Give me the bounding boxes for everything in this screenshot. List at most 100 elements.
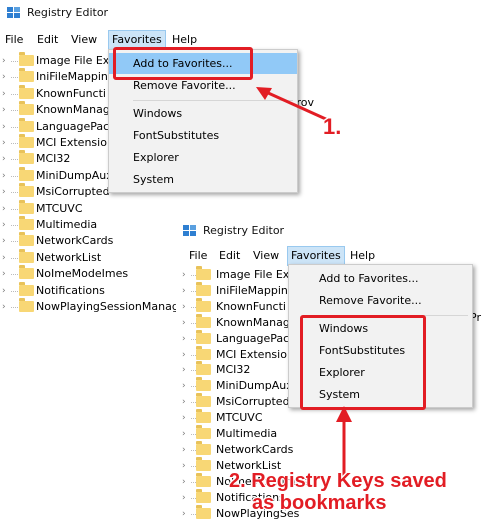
tree-item[interactable]: ›MiniDumpAux bbox=[182, 377, 352, 395]
tree-item[interactable]: ›MCI32 bbox=[182, 361, 352, 379]
annotation-step-1: 1. bbox=[323, 114, 342, 139]
chevron-right-icon[interactable]: › bbox=[2, 170, 6, 181]
chevron-right-icon[interactable]: › bbox=[2, 236, 6, 247]
chevron-right-icon[interactable]: › bbox=[2, 72, 6, 83]
chevron-right-icon[interactable]: › bbox=[2, 285, 6, 296]
tree-item[interactable]: › Image File Ex bbox=[182, 266, 352, 284]
tree-item[interactable]: ›LanguagePac bbox=[2, 117, 172, 136]
tree-item[interactable]: ›MsiCorrupted bbox=[2, 183, 172, 201]
tree-item[interactable]: ›MCI Extensio bbox=[2, 134, 172, 152]
favorite-system[interactable]: System bbox=[319, 388, 361, 401]
folder-icon bbox=[196, 266, 211, 280]
chevron-right-icon[interactable]: › bbox=[2, 203, 6, 214]
tree-connector bbox=[191, 465, 200, 467]
chevron-right-icon[interactable]: › bbox=[182, 301, 186, 312]
tree-item[interactable]: ›Multimedia bbox=[182, 425, 352, 443]
folder-icon bbox=[19, 265, 34, 280]
chevron-right-icon[interactable]: › bbox=[182, 381, 186, 392]
menu-file[interactable]: File bbox=[189, 249, 208, 262]
menu-view[interactable]: View bbox=[253, 249, 280, 262]
tree-item[interactable]: ›Image File Ex bbox=[2, 52, 172, 70]
chevron-right-icon[interactable]: › bbox=[2, 154, 6, 165]
chevron-right-icon[interactable]: › bbox=[2, 187, 6, 198]
chevron-right-icon[interactable]: › bbox=[182, 429, 186, 439]
tree-item[interactable]: ›NetworkList bbox=[2, 248, 172, 267]
menu-help[interactable]: Help bbox=[350, 249, 376, 262]
favorite-fontsubstitutes[interactable]: FontSubstitutes bbox=[319, 344, 406, 357]
tree-connector bbox=[191, 306, 200, 308]
tree-item[interactable]: ›MiniDumpAux bbox=[2, 166, 172, 185]
tree-item-label: Notifications bbox=[36, 283, 105, 297]
add-to-favorites-item[interactable]: Add to Favorites... bbox=[319, 272, 419, 285]
tree-item[interactable]: ›MCI Extensio bbox=[182, 345, 352, 364]
tree-item[interactable]: ›LanguagePac bbox=[182, 329, 352, 348]
tree-item[interactable]: ›MTCUVC bbox=[2, 199, 172, 218]
chevron-right-icon[interactable]: › bbox=[182, 444, 186, 455]
chevron-right-icon[interactable]: › bbox=[2, 252, 6, 263]
tree-item[interactable]: ›NetworkCards bbox=[2, 232, 172, 250]
tree-item[interactable]: ›NetworkList bbox=[182, 456, 352, 475]
favorite-windows[interactable]: Windows bbox=[319, 322, 369, 335]
tree-item[interactable]: › NoImeModeImes bbox=[2, 265, 172, 283]
chevron-right-icon[interactable]: › bbox=[182, 476, 186, 487]
tree-item[interactable]: ›KnownFuncti bbox=[182, 297, 352, 316]
chevron-right-icon[interactable]: › bbox=[2, 121, 6, 132]
chevron-right-icon[interactable]: › bbox=[182, 413, 186, 424]
chevron-right-icon[interactable]: › bbox=[182, 333, 186, 344]
chevron-right-icon[interactable]: › bbox=[182, 365, 186, 376]
chevron-right-icon[interactable]: › bbox=[2, 88, 6, 99]
tree-connector bbox=[191, 418, 200, 420]
folder-icon bbox=[19, 134, 34, 148]
chevron-right-icon[interactable]: › bbox=[2, 56, 6, 66]
chevron-right-icon[interactable]: › bbox=[2, 105, 6, 116]
tree-item[interactable]: ›MsiCorrupted bbox=[182, 393, 352, 411]
menu-file[interactable]: File bbox=[5, 33, 24, 46]
tree-item-label: NoImeModeImes bbox=[36, 267, 129, 281]
chevron-right-icon[interactable]: › bbox=[2, 138, 6, 148]
menu-edit[interactable]: Edit bbox=[219, 249, 241, 262]
tree-item[interactable]: ›KnownFuncti bbox=[2, 84, 172, 103]
tree-item[interactable]: ›MTCUVC bbox=[182, 409, 352, 427]
tree-item-label: Image File Ex bbox=[216, 268, 290, 281]
tree-item[interactable]: ›NetworkCards bbox=[182, 440, 352, 459]
favorite-explorer[interactable]: Explorer bbox=[133, 151, 179, 164]
favorite-fontsubstitutes[interactable]: FontSubstitutes bbox=[133, 129, 220, 142]
tree-item[interactable]: ›NowPlayingSes bbox=[182, 504, 352, 521]
tree-item-label: Multimedia bbox=[36, 218, 98, 231]
chevron-right-icon[interactable]: › bbox=[182, 508, 186, 519]
menu-help[interactable]: Help bbox=[172, 33, 198, 46]
folder-icon bbox=[196, 456, 211, 471]
chevron-right-icon[interactable]: › bbox=[182, 460, 186, 471]
remove-favorite-item[interactable]: Remove Favorite... bbox=[133, 79, 236, 92]
tree-item[interactable]: ›Notifications bbox=[182, 488, 352, 507]
tree-item[interactable]: ›MCI32 bbox=[2, 150, 172, 168]
tree-item[interactable]: › Multimedia bbox=[2, 216, 172, 234]
folder-icon bbox=[196, 361, 211, 376]
chevron-right-icon[interactable]: › bbox=[182, 349, 186, 360]
chevron-right-icon[interactable]: › bbox=[182, 285, 186, 296]
folder-icon bbox=[196, 313, 211, 328]
favorite-windows[interactable]: Windows bbox=[133, 107, 183, 120]
chevron-right-icon[interactable]: › bbox=[182, 492, 186, 503]
tree-item[interactable]: ›KnownManag bbox=[2, 101, 172, 119]
tree-item[interactable]: › NoImeModeImes bbox=[182, 472, 352, 491]
chevron-right-icon[interactable]: › bbox=[182, 317, 186, 328]
chevron-right-icon[interactable]: › bbox=[2, 302, 6, 312]
tree-item[interactable]: ›IniFileMapping bbox=[2, 68, 172, 86]
menu-edit[interactable]: Edit bbox=[37, 33, 59, 46]
favorite-system[interactable]: System bbox=[133, 173, 175, 186]
registry-tree: › Image File Ex›IniFileMappin›KnownFuncti… bbox=[176, 266, 485, 521]
tree-item-label: NoImeModeImes bbox=[216, 474, 309, 488]
chevron-right-icon[interactable]: › bbox=[2, 269, 6, 280]
tree-item[interactable]: ›KnownManag bbox=[182, 313, 352, 332]
remove-favorite-item[interactable]: Remove Favorite... bbox=[319, 294, 422, 307]
favorite-explorer[interactable]: Explorer bbox=[319, 366, 365, 379]
menu-view[interactable]: View bbox=[71, 33, 98, 46]
chevron-right-icon[interactable]: › bbox=[182, 270, 186, 280]
tree-item[interactable]: ›NowPlayingSessionManage bbox=[2, 298, 186, 316]
tree-item[interactable]: ›IniFileMappin bbox=[182, 281, 352, 300]
chevron-right-icon[interactable]: › bbox=[2, 220, 6, 230]
menu-favorites[interactable]: Favorites bbox=[287, 246, 345, 266]
chevron-right-icon[interactable]: › bbox=[182, 397, 186, 408]
tree-item[interactable]: › Notifications bbox=[2, 281, 172, 300]
